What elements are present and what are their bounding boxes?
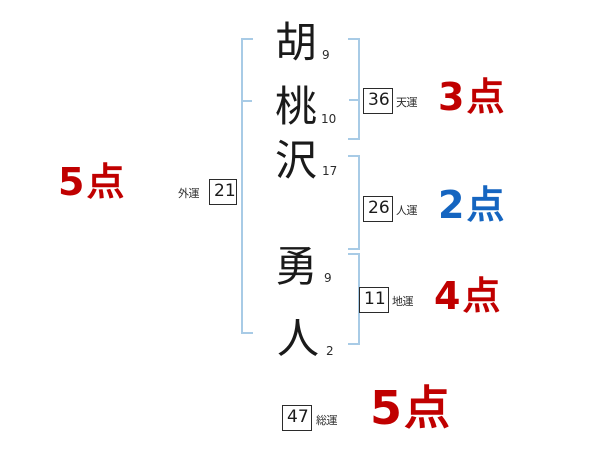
outer-fortune-label: 外運	[178, 187, 200, 200]
outer-fortune-score: 5点	[58, 160, 127, 204]
person-fortune-label: 人運	[396, 204, 418, 217]
heaven-fortune-bracket-tick	[349, 99, 360, 101]
earth-fortune-score: 4点	[434, 274, 503, 318]
stroke-count-2: 10	[321, 112, 337, 126]
person-fortune-value: 26	[363, 196, 393, 222]
heaven-fortune-score: 3点	[438, 75, 507, 119]
heaven-fortune-value: 36	[363, 88, 393, 114]
name-character-2: 桃	[275, 82, 318, 131]
heaven-fortune-label: 天運	[396, 96, 418, 109]
name-character-1: 胡	[275, 18, 318, 67]
earth-fortune-label: 地運	[392, 295, 414, 308]
heaven-fortune-bracket	[348, 38, 360, 140]
outer-fortune-bracket-tick	[241, 100, 252, 102]
stroke-count-4: 9	[324, 271, 332, 285]
total-fortune-score: 5点	[370, 381, 453, 435]
outer-fortune-bracket	[241, 38, 253, 334]
total-fortune-value: 47	[282, 405, 312, 431]
stroke-count-5: 2	[326, 344, 334, 358]
outer-fortune-value: 21	[209, 179, 237, 205]
stroke-count-1: 9	[322, 48, 330, 62]
earth-fortune-value: 11	[359, 287, 389, 313]
stroke-count-3: 17	[322, 164, 338, 178]
total-fortune-label: 総運	[316, 414, 338, 427]
name-character-5: 人	[277, 314, 320, 363]
person-fortune-bracket	[348, 155, 360, 250]
name-character-4: 勇	[275, 242, 318, 291]
name-character-3: 沢	[275, 136, 318, 185]
person-fortune-score: 2点	[438, 183, 507, 227]
